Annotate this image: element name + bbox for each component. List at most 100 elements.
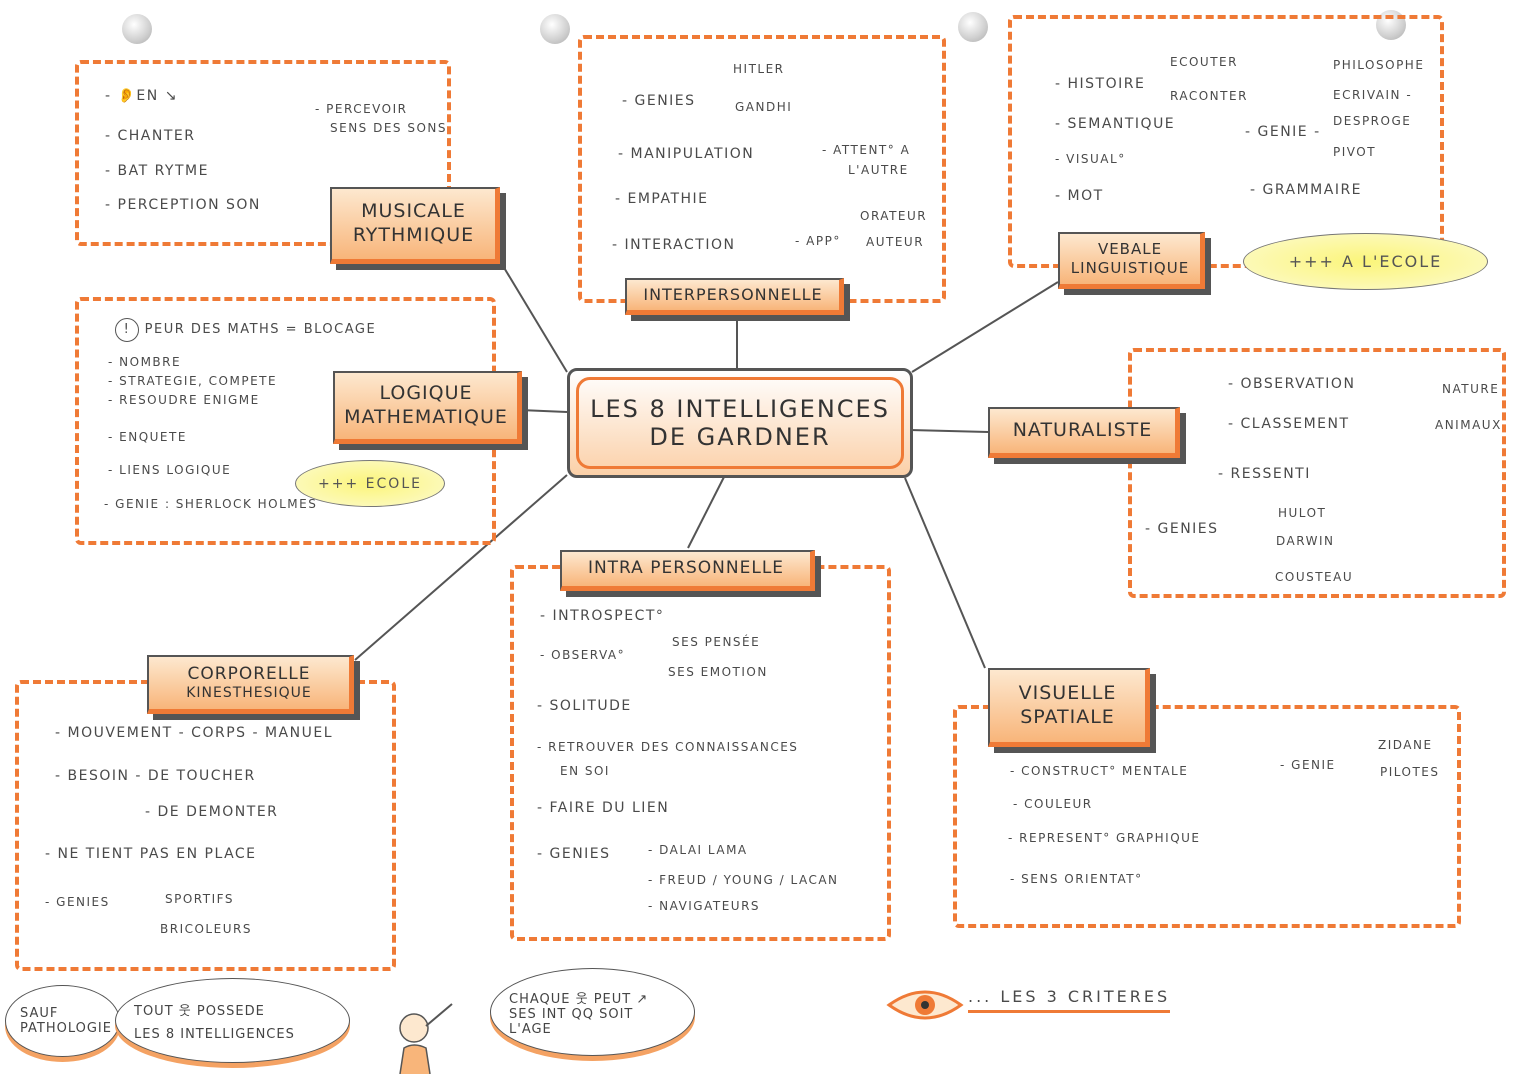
musicale-item: - CHANTER	[105, 128, 196, 144]
naturaliste-genies: - GENIES	[1145, 521, 1219, 537]
visuelle-genie-item: ZIDANE	[1378, 738, 1433, 752]
logique-item: - STRATEGIE, COMPETE	[108, 374, 278, 388]
ecole-highlight: +++ A L'ECOLE	[1243, 233, 1488, 290]
bubble-text: SES INT QQ SOIT	[509, 1006, 634, 1022]
speech-bubble-sauf: SAUF PATHOLOGIE	[5, 985, 120, 1057]
corporelle-item: - DE DEMONTER	[145, 804, 279, 820]
central-node: LES 8 INTELLIGENCES DE GARDNER	[567, 368, 913, 478]
visuelle-item: - COULEUR	[1013, 797, 1093, 811]
center-title-line2: DE GARDNER	[649, 423, 831, 451]
connector-naturaliste	[909, 429, 989, 433]
musicale-item: - BAT RYTME	[105, 163, 209, 179]
logique-item: - LIENS LOGIQUE	[108, 463, 232, 477]
verbale-item: - VISUAL°	[1055, 152, 1126, 166]
bubble-text: CHAQUE 웃 PEUT ↗	[509, 991, 649, 1007]
intra-genies: - GENIES	[537, 846, 611, 862]
interpersonnelle-app: - APP°	[795, 234, 841, 248]
corporelle-item: - MOUVEMENT - CORPS - MANUEL	[55, 725, 333, 741]
exclamation-icon: !	[115, 318, 139, 342]
corporelle-item: - NE TIENT PAS EN PLACE	[45, 846, 257, 862]
logique-item: - NOMBRE	[108, 355, 182, 369]
label-intrapersonnelle: INTRA PERSONNELLE	[560, 550, 815, 591]
label-text: VEBALE	[1097, 240, 1163, 259]
ecole-highlight: +++ ECOLE	[295, 460, 445, 507]
label-text: LINGUISTIQUE	[1070, 259, 1190, 277]
verbale-sub: ECOUTER	[1170, 55, 1238, 69]
intra-item: - RETROUVER DES CONNAISSANCES	[537, 740, 799, 754]
pin	[540, 14, 570, 44]
label-naturaliste: NATURALISTE	[988, 407, 1180, 458]
speech-bubble-chaque: CHAQUE 웃 PEUT ↗ SES INT QQ SOIT L'AGE	[490, 968, 695, 1056]
intra-genie: - NAVIGATEURS	[648, 899, 761, 913]
naturaliste-item: - OBSERVATION	[1228, 376, 1356, 392]
intra-item: - INTROSPECT°	[540, 608, 665, 624]
intra-item: - FAIRE DU LIEN	[537, 800, 670, 816]
visuelle-item: - SENS ORIENTAT°	[1010, 872, 1143, 886]
naturaliste-genie: COUSTEAU	[1275, 570, 1354, 584]
bubble-text: LES 8 INTELLIGENCES	[134, 1026, 295, 1042]
naturaliste-genie: DARWIN	[1276, 534, 1335, 548]
musicale-item: - PERCEPTION SON	[105, 197, 261, 213]
label-interpersonnelle: INTERPERSONNELLE	[625, 278, 844, 315]
bubble-text: SAUF	[20, 1006, 59, 1021]
criteres-link: ... LES 3 CRITERES	[968, 987, 1171, 1013]
corporelle-genie: BRICOLEURS	[160, 922, 252, 936]
logique-item: - ENQUETE	[108, 430, 187, 444]
musicale-side: - PERCEVOIR	[315, 102, 408, 116]
verbale-histoire: - HISTOIRE	[1055, 76, 1146, 92]
label-text: CORPORELLE	[187, 663, 311, 684]
interpersonnelle-item: - MANIPULATION	[618, 146, 755, 162]
connector-logique	[519, 409, 568, 413]
verbale-genie-item: DESPROGE	[1333, 114, 1412, 128]
visuelle-genie-item: PILOTES	[1380, 765, 1440, 779]
label-text: RYTHMIQUE	[352, 224, 475, 246]
presenter-figure-icon	[392, 1000, 462, 1075]
musicale-item: - 👂EN ↘	[105, 88, 178, 104]
label-text: MUSICALE	[361, 200, 466, 223]
interpersonnelle-side: - ATTENT° A	[822, 143, 911, 157]
interpersonnelle-item: - EMPATHIE	[615, 191, 709, 207]
genie-item: HITLER	[733, 62, 785, 76]
naturaliste-side: ANIMAUX	[1435, 418, 1502, 432]
logique-warning: ! PEUR DES MATHS = BLOCAGE	[115, 318, 376, 342]
visuelle-item: - REPRESENT° GRAPHIQUE	[1008, 831, 1201, 845]
bubble-text: TOUT 웃 POSSEDE	[134, 1003, 265, 1019]
connector-musicale	[496, 255, 568, 373]
intra-genie: - FREUD / YOUNG / LACAN	[648, 873, 839, 887]
interpersonnelle-item: - INTERACTION	[612, 237, 736, 253]
center-title-line1: LES 8 INTELLIGENCES	[590, 395, 890, 423]
intra-item: - OBSERVA°	[540, 648, 626, 662]
intra-sub: SES PENSÉE	[672, 635, 761, 649]
corporelle-genies: - GENIES	[45, 895, 110, 909]
app-item: AUTEUR	[866, 235, 925, 249]
visuelle-box	[953, 705, 1461, 928]
bubble-text: L'AGE	[509, 1021, 552, 1037]
label-text: SPATIALE	[1020, 706, 1115, 728]
label-text: MATHEMATIQUE	[344, 406, 508, 428]
label-verbale: VEBALE LINGUISTIQUE	[1058, 232, 1205, 289]
visuelle-genie: - GENIE	[1280, 758, 1336, 772]
app-item: ORATEUR	[860, 209, 928, 223]
visuelle-item: - CONSTRUCT° MENTALE	[1010, 764, 1189, 778]
intra-genie: - DALAI LAMA	[648, 843, 748, 857]
verbale-item: - MOT	[1055, 188, 1104, 204]
naturaliste-item: - RESSENTI	[1218, 466, 1311, 482]
connector-visuelle	[904, 477, 986, 669]
intra-sub: SES EMOTION	[668, 665, 768, 679]
connector-intrapersonnelle	[687, 474, 726, 549]
musicale-box	[75, 60, 451, 246]
connector-verbale	[911, 281, 1059, 373]
interpersonnelle-genies: - GENIES	[622, 93, 696, 109]
label-text: LOGIQUE	[379, 382, 473, 405]
corporelle-genie: SPORTIFS	[165, 892, 234, 906]
naturaliste-item: - CLASSEMENT	[1228, 416, 1350, 432]
verbale-box	[1008, 15, 1444, 268]
verbale-genie-item: PIVOT	[1333, 145, 1377, 159]
pin	[122, 14, 152, 44]
naturaliste-side: NATURE	[1442, 382, 1500, 396]
genie-item: GANDHI	[735, 100, 793, 114]
verbale-genie-item: ECRIVAIN -	[1333, 88, 1413, 102]
musicale-side: SENS DES SONS	[330, 121, 448, 135]
speech-bubble-tout: TOUT 웃 POSSEDE LES 8 INTELLIGENCES	[115, 978, 350, 1063]
